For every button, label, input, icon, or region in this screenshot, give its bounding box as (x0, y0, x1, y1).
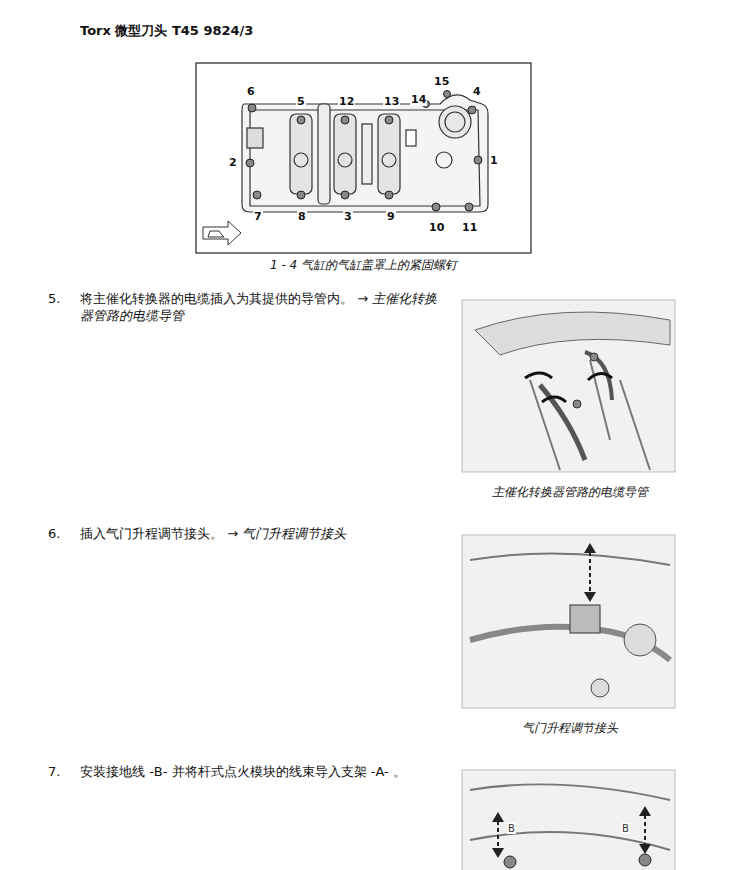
cross-reference: → 主催化转换器管路的电缆导管 (80, 291, 437, 323)
valve-lift-connector-photo (462, 535, 675, 708)
ground-wire-photo (462, 770, 675, 870)
callout-number: 15 (433, 76, 450, 88)
callout-number: 9 (386, 211, 396, 223)
step-text: 插入气门升程调节接头。 → 气门升程调节接头 (80, 525, 445, 542)
image-caption: 主催化转换器管路的电缆导管 (492, 484, 648, 501)
step-number: 6. (48, 525, 60, 542)
part-letter: B (507, 823, 516, 834)
cable-guide-photo (462, 300, 675, 472)
callout-number: 12 (338, 96, 355, 108)
callout-number: 4 (472, 86, 482, 98)
image-caption: 气门升程调节接头 (522, 720, 618, 737)
callout-number: 2 (228, 157, 238, 169)
figure-frame (196, 63, 531, 253)
step-text: 安装接地线 -B- 并将杆式点火模块的线束导入支架 -A- 。 (80, 763, 450, 780)
callout-number: 3 (343, 211, 353, 223)
callout-number: 1 (489, 155, 499, 167)
car-direction-icon (203, 221, 241, 245)
cover-outline (242, 95, 488, 212)
cross-reference: → 气门升程调节接头 (227, 526, 346, 541)
figure-caption: 1 - 4 气缸的气缸盖罩上的紧固螺钉 (270, 257, 457, 274)
step-text: 将主催化转换器的电缆插入为其提供的导管内。 → 主催化转换器管路的电缆导管 (80, 290, 445, 324)
callout-number: 7 (253, 211, 263, 223)
callout-number: 5 (296, 96, 306, 108)
page-heading: Torx 微型刀头 T45 9824/3 (80, 22, 253, 39)
step-number: 5. (48, 290, 60, 307)
callout-number: 6 (246, 86, 256, 98)
callout-number: 14 (410, 94, 427, 106)
callout-number: 8 (297, 211, 307, 223)
callout-number: 11 (461, 222, 478, 234)
callout-number: 13 (383, 96, 400, 108)
step-number: 7. (48, 763, 60, 780)
callout-number: 10 (428, 222, 445, 234)
bolts (246, 91, 482, 212)
part-letter: B (621, 823, 630, 834)
